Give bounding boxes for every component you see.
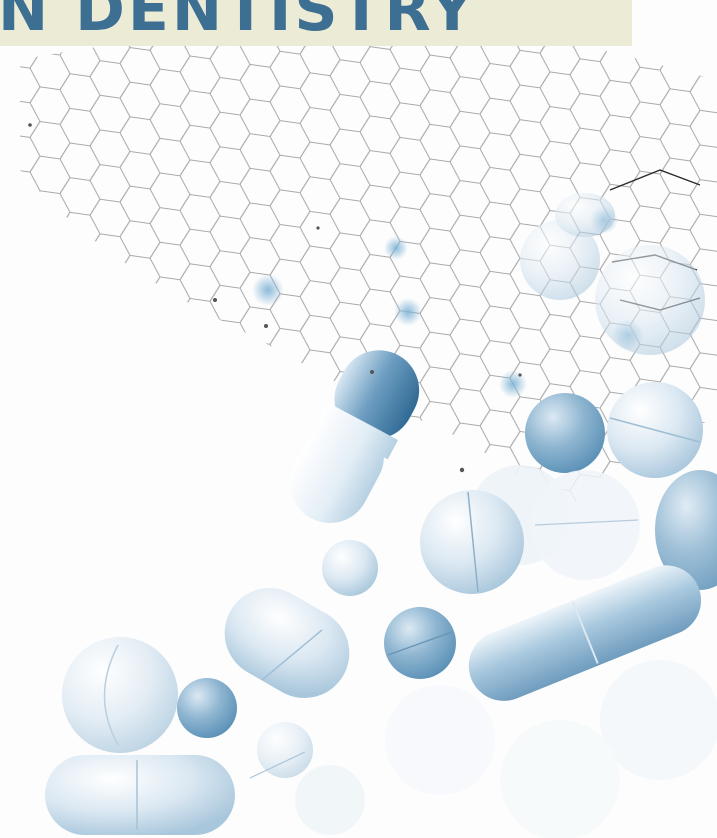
page-title: N DENTISTRY: [0, 0, 477, 45]
title-banner: N DENTISTRY: [0, 0, 632, 46]
capsule-icon: [468, 565, 702, 701]
tablet-icon: [520, 193, 705, 355]
tablet-icon: [420, 382, 717, 594]
capsule-icon: [289, 350, 420, 523]
lattice-nodes: [28, 123, 522, 473]
tablet-icon: [224, 540, 456, 698]
tablet-icon: [45, 637, 717, 838]
